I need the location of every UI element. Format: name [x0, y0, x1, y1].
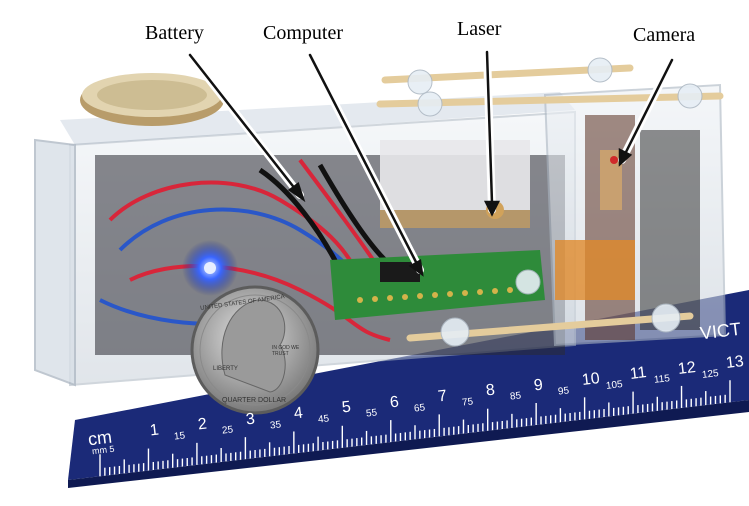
camera-label: Camera — [633, 24, 696, 46]
coin-liberty: LIBERTY — [213, 366, 238, 372]
camera-module — [543, 83, 727, 347]
ruler-ticks — [99, 380, 731, 477]
coin-motto: IN GOD WE TRUST — [272, 345, 300, 357]
dowel-caps — [407, 57, 703, 347]
quarter-coin — [190, 285, 320, 415]
computer-label: Computer — [263, 22, 343, 44]
annotation-arrows-core — [188, 50, 674, 277]
coin-denomination: QUARTER DOLLAR — [222, 397, 287, 404]
laser-label: Laser — [457, 18, 502, 40]
led-indicator — [182, 240, 238, 296]
laser-module — [380, 140, 530, 228]
battery-cell — [80, 73, 224, 126]
computer-board — [330, 250, 545, 320]
battery-label: Battery — [145, 22, 204, 44]
